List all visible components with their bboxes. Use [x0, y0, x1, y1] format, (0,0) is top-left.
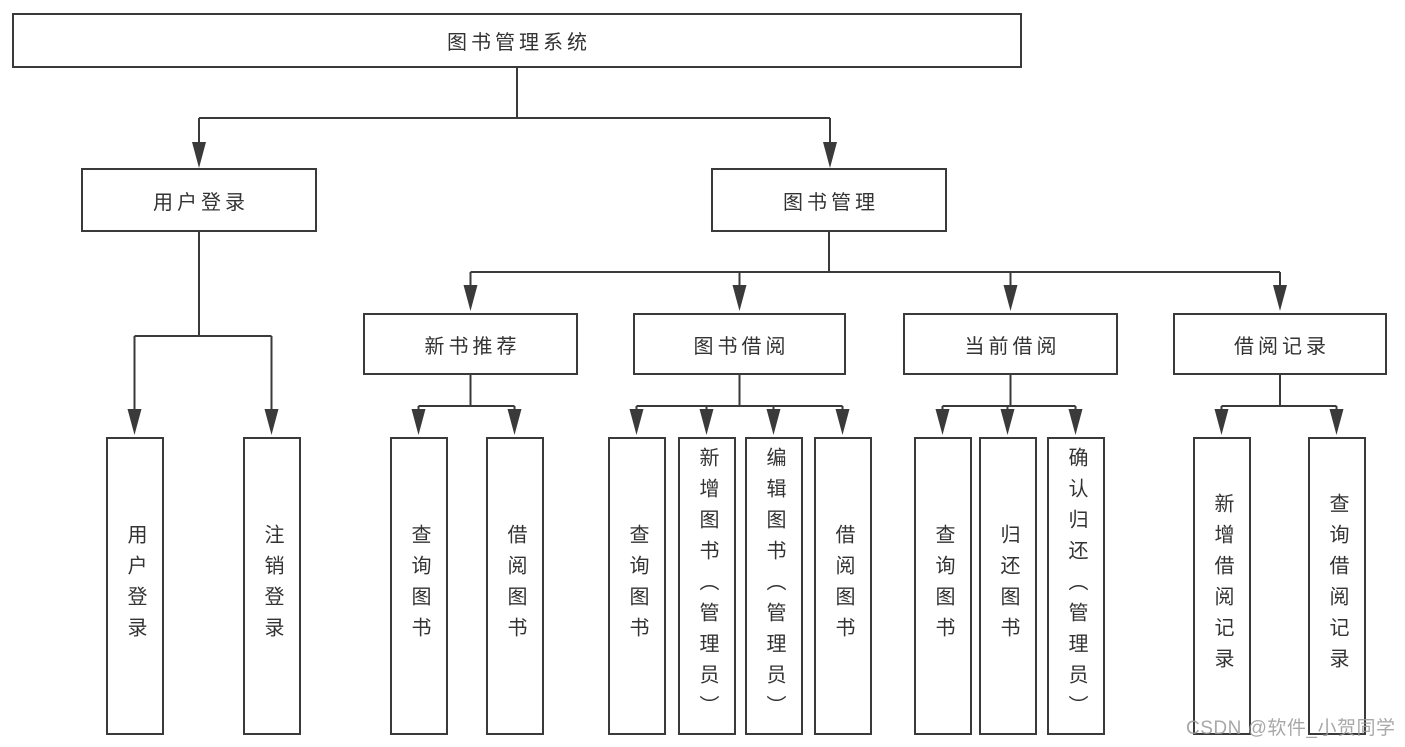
- leaf-add-borrow-record-label: 新增借阅记录: [1211, 493, 1233, 679]
- node-book-borrow: 图书借阅: [633, 313, 846, 375]
- leaf-query-books-label: 查询图书: [408, 524, 430, 648]
- leaf-add-borrow-record: 新增借阅记录: [1193, 437, 1251, 735]
- leaf-query-books: 查询图书: [608, 437, 666, 735]
- leaf-edit-books-admin: 编辑图书（管理员）: [745, 437, 803, 735]
- leaf-query-books: 查询图书: [390, 437, 448, 735]
- leaf-borrow-books-label: 借阅图书: [832, 524, 854, 648]
- leaf-query-borrow-record: 查询借阅记录: [1308, 437, 1366, 735]
- leaf-query-books: 查询图书: [914, 437, 972, 735]
- node-book-management: 图书管理: [711, 168, 947, 232]
- leaf-query-books-label: 查询图书: [932, 524, 954, 648]
- node-current-borrow: 当前借阅: [903, 313, 1118, 375]
- leaf-user-login: 用户登录: [106, 437, 164, 735]
- node-new-book-recommend: 新书推荐: [363, 313, 578, 375]
- leaf-logout: 注销登录: [243, 437, 301, 735]
- leaf-edit-books-admin-label: 编辑图书（管理员）: [763, 446, 785, 726]
- leaf-add-books-admin: 新增图书（管理员）: [678, 437, 736, 735]
- leaf-return-books-label: 归还图书: [997, 524, 1019, 648]
- leaf-user-login-label: 用户登录: [124, 524, 146, 648]
- leaf-borrow-books: 借阅图书: [486, 437, 544, 735]
- node-borrow-records: 借阅记录: [1173, 313, 1387, 375]
- leaf-borrow-books: 借阅图书: [814, 437, 872, 735]
- leaf-confirm-return-admin-label: 确认归还（管理员）: [1065, 446, 1087, 726]
- leaf-query-books-label: 查询图书: [626, 524, 648, 648]
- leaf-logout-label: 注销登录: [261, 524, 283, 648]
- leaf-confirm-return-admin: 确认归还（管理员）: [1047, 437, 1105, 735]
- node-system-root: 图书管理系统: [12, 13, 1022, 68]
- arrowheads: [127, 142, 1344, 435]
- leaf-query-borrow-record-label: 查询借阅记录: [1326, 493, 1348, 679]
- leaf-return-books: 归还图书: [979, 437, 1037, 735]
- csdn-watermark: CSDN @软件_小贺同学: [1186, 718, 1396, 739]
- leaf-add-books-admin-label: 新增图书（管理员）: [696, 446, 718, 726]
- node-user-login: 用户登录: [81, 168, 317, 232]
- leaf-borrow-books-label: 借阅图书: [504, 524, 526, 648]
